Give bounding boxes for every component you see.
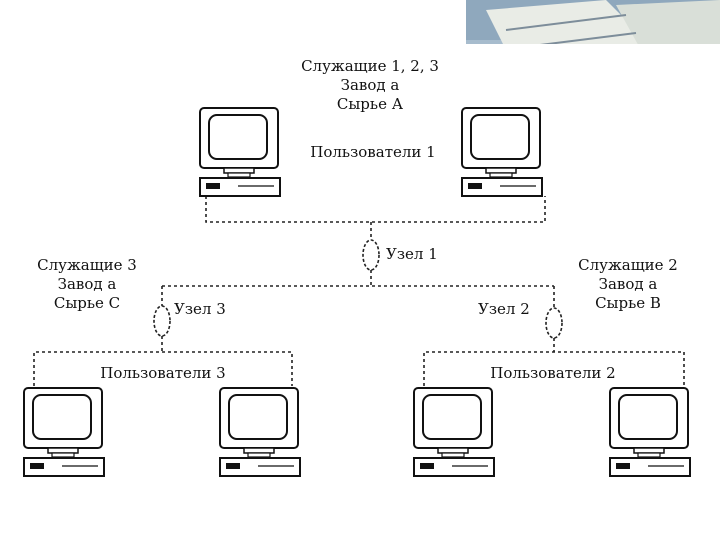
node3-label: Узел 3 — [174, 300, 226, 318]
top-bus — [205, 196, 546, 223]
left-b-computer — [219, 387, 301, 477]
top-info-line-3: Сырье А — [336, 95, 404, 113]
node1-symbol — [362, 239, 380, 271]
top-group-info: Служащие 1, 2, 3 Завод а Сырье А — [280, 57, 460, 114]
right-info-line-1: Служащие 2 — [578, 256, 678, 274]
right-group-info: Служащие 2 Завод а Сырье В — [566, 256, 690, 313]
left-users-label: Пользователи 3 — [100, 364, 226, 382]
node1-label: Узел 1 — [386, 245, 438, 263]
top-info-line-2: Завод а — [340, 76, 400, 94]
node2-label: Узел 2 — [478, 300, 530, 318]
top-right-computer — [461, 107, 543, 197]
right-users-label: Пользователи 2 — [490, 364, 616, 382]
left-a-computer — [23, 387, 105, 477]
right-info-line-3: Сырье В — [595, 294, 661, 312]
left-info-line-3: Сырье С — [53, 294, 121, 312]
right-info-line-2: Завод а — [598, 275, 658, 293]
photo-mask — [466, 44, 720, 118]
node2-symbol — [545, 307, 563, 339]
top-users-label: Пользователи 1 — [310, 143, 436, 161]
left-group-info: Служащие 3 Завод а Сырье С — [24, 256, 150, 313]
left-bus — [33, 351, 293, 386]
right-a-computer — [413, 387, 495, 477]
top-info-line-1: Служащие 1, 2, 3 — [301, 57, 439, 75]
top-left-computer — [199, 107, 281, 197]
left-info-line-2: Завод а — [57, 275, 117, 293]
right-b-computer — [609, 387, 691, 477]
right-bus — [423, 351, 685, 386]
left-info-line-1: Служащие 3 — [37, 256, 137, 274]
node3-symbol — [153, 305, 171, 337]
